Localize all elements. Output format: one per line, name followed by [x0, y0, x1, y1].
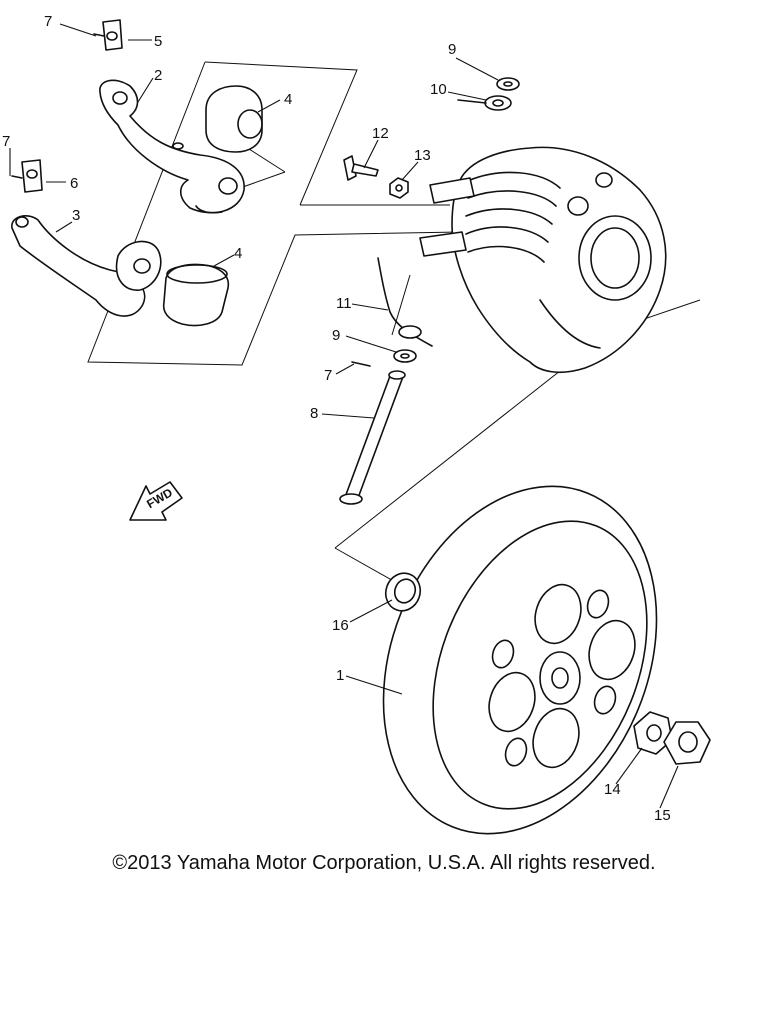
part-1-brake-disc [382, 485, 658, 835]
part-12-bolt [343, 155, 379, 181]
part-15-nut [663, 721, 711, 765]
callout-6: 6 [70, 175, 78, 192]
part-8-pin [339, 370, 406, 505]
part-7-set-screw-lower [351, 361, 371, 367]
part-4-bushing-lower [162, 263, 230, 327]
callout-11: 11 [336, 295, 352, 312]
callout-3: 3 [72, 207, 80, 224]
part-14-lock-washer [633, 711, 673, 755]
part-9-washer-lower [393, 349, 417, 363]
callout-10: 10 [430, 81, 447, 98]
callout-12: 12 [372, 125, 389, 142]
callout-9-lower: 9 [332, 327, 340, 344]
callout-14: 14 [604, 781, 621, 798]
callout-4-lower: 4 [234, 245, 242, 262]
part-13-nut [389, 177, 409, 199]
callout-7-top: 7 [44, 13, 52, 30]
callout-8: 8 [310, 405, 318, 422]
callout-1: 1 [336, 667, 344, 684]
forward-direction-arrow: FWD [129, 481, 183, 521]
callout-leaders [9, 23, 679, 809]
callout-7-lower: 7 [324, 367, 332, 384]
part-10-bleed-valve [457, 95, 512, 111]
callout-13: 13 [414, 147, 431, 164]
copyright-notice: ©2013 Yamaha Motor Corporation, U.S.A. A… [112, 852, 656, 874]
part-2-lever-arm [99, 79, 245, 214]
callout-9-upper: 9 [448, 41, 456, 58]
callout-16: 16 [332, 617, 349, 634]
brake-caliper-body [419, 146, 667, 374]
callout-2: 2 [154, 67, 162, 84]
callout-4-upper: 4 [284, 91, 292, 108]
callout-15: 15 [654, 807, 671, 824]
callout-numbers: 7 5 2 4 7 6 3 4 9 10 12 13 11 9 7 8 16 1… [2, 13, 671, 824]
callout-5: 5 [154, 33, 162, 50]
part-11-spring-clip [377, 257, 433, 347]
part-4-bushing-upper [205, 85, 263, 153]
part-16-spacer [384, 572, 422, 612]
part-6-collar [11, 159, 43, 193]
callout-7-left: 7 [2, 133, 10, 150]
part-9-washer-upper [496, 77, 520, 91]
part-5-collar [93, 19, 123, 51]
part-3-lever-arm [11, 215, 162, 317]
